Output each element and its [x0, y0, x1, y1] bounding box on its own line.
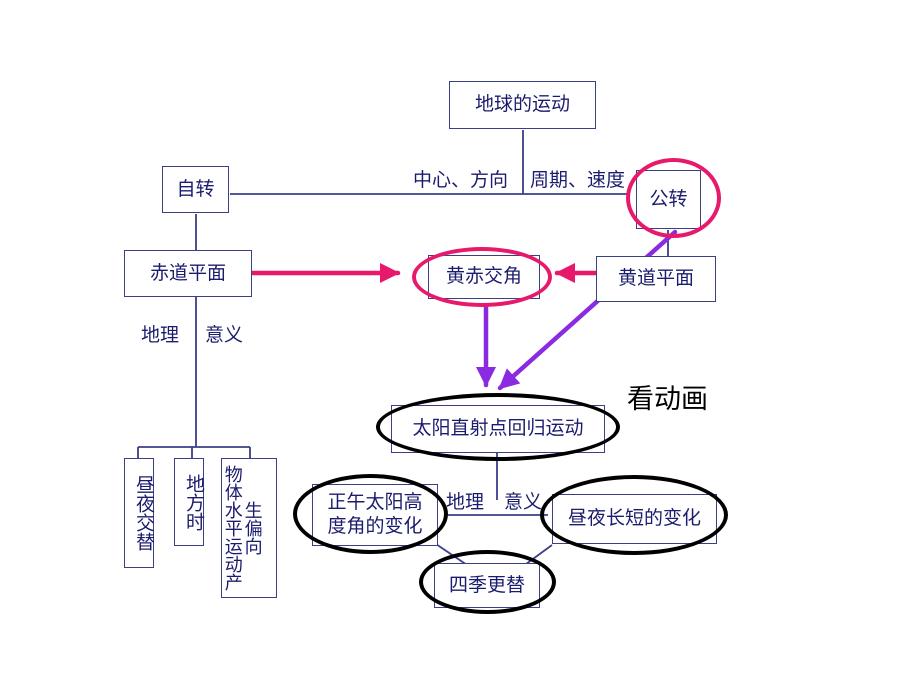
- black-ring-seasons: [419, 550, 556, 614]
- label-period-speed: 周期、速度: [530, 169, 626, 191]
- node-day-night-alternation: 昼夜交替: [124, 458, 155, 568]
- label-meaning-right: 意义: [504, 491, 543, 513]
- node-rotation: 自转: [162, 166, 229, 213]
- pink-ring-obliquity: [412, 247, 552, 307]
- node-ecliptic-plane: 黄道平面: [596, 256, 716, 302]
- label-geography-left: 地理: [141, 324, 180, 346]
- node-local-time: 地方时: [174, 458, 205, 546]
- node-equator-plane: 赤道平面: [124, 250, 252, 297]
- label-geography-right: 地理: [446, 491, 485, 513]
- label-center-direction: 中心、方向: [413, 169, 509, 191]
- node-earth-motion: 地球的运动: [449, 81, 596, 129]
- black-ring-subsolar: [376, 393, 620, 461]
- pink-ring-revolution: [626, 158, 721, 238]
- black-ring-day-length: [540, 475, 728, 555]
- label-meaning-left: 意义: [205, 324, 244, 346]
- black-ring-noon-altitude: [293, 474, 448, 554]
- watch-animation-note[interactable]: 看动画: [627, 384, 708, 415]
- node-deflection: 物体水平运动产生偏向: [221, 458, 277, 598]
